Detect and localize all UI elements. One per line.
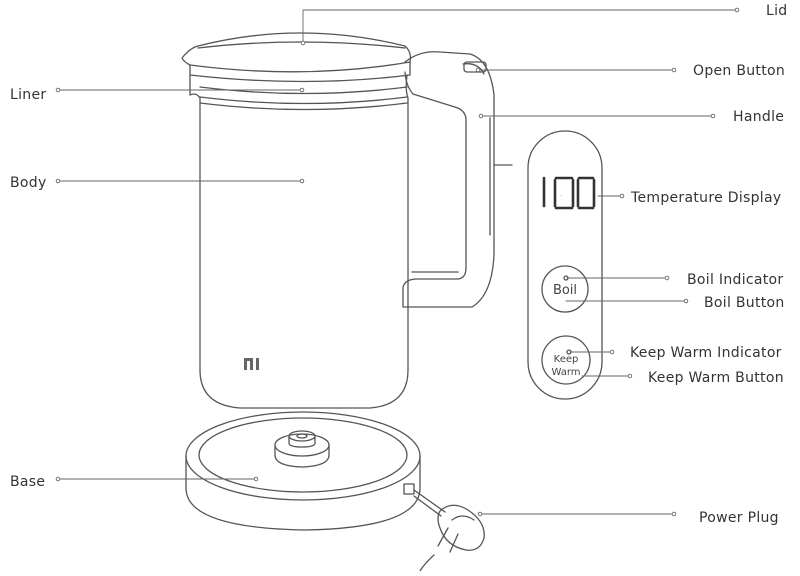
label-handle: Handle [733, 109, 785, 125]
boil-button-text: Boil [553, 283, 577, 298]
label-boil-indicator: Boil Indicator [687, 272, 784, 288]
label-temperature-display: Temperature Display [631, 190, 782, 206]
brand-logo [244, 358, 259, 370]
label-boil-button: Boil Button [704, 295, 785, 311]
callout-dots [55, 7, 740, 517]
label-open-button: Open Button [693, 63, 786, 79]
kettle-handle [402, 51, 513, 308]
control-panel [527, 130, 603, 400]
keep-warm-button-text-line2: Warm [551, 367, 580, 378]
label-keep-warm-button: Keep Warm Button [648, 370, 784, 386]
keep-warm-button-text-line1: Keep [554, 354, 579, 365]
label-keep-warm-indicator: Keep Warm Indicator [630, 345, 782, 361]
label-power-plug: Power Plug [699, 510, 779, 526]
kettle-body [189, 74, 409, 409]
power-plug [403, 483, 485, 572]
kettle-lid [181, 32, 412, 83]
kettle-base [185, 411, 421, 531]
temperature-value: 100 [560, 195, 562, 197]
label-lid: Lid [766, 3, 788, 19]
label-base: Base [10, 474, 46, 490]
label-liner: Liner [10, 87, 47, 103]
temperature-display [542, 176, 596, 210]
label-body: Body [10, 175, 47, 191]
callout-lines [59, 9, 738, 515]
